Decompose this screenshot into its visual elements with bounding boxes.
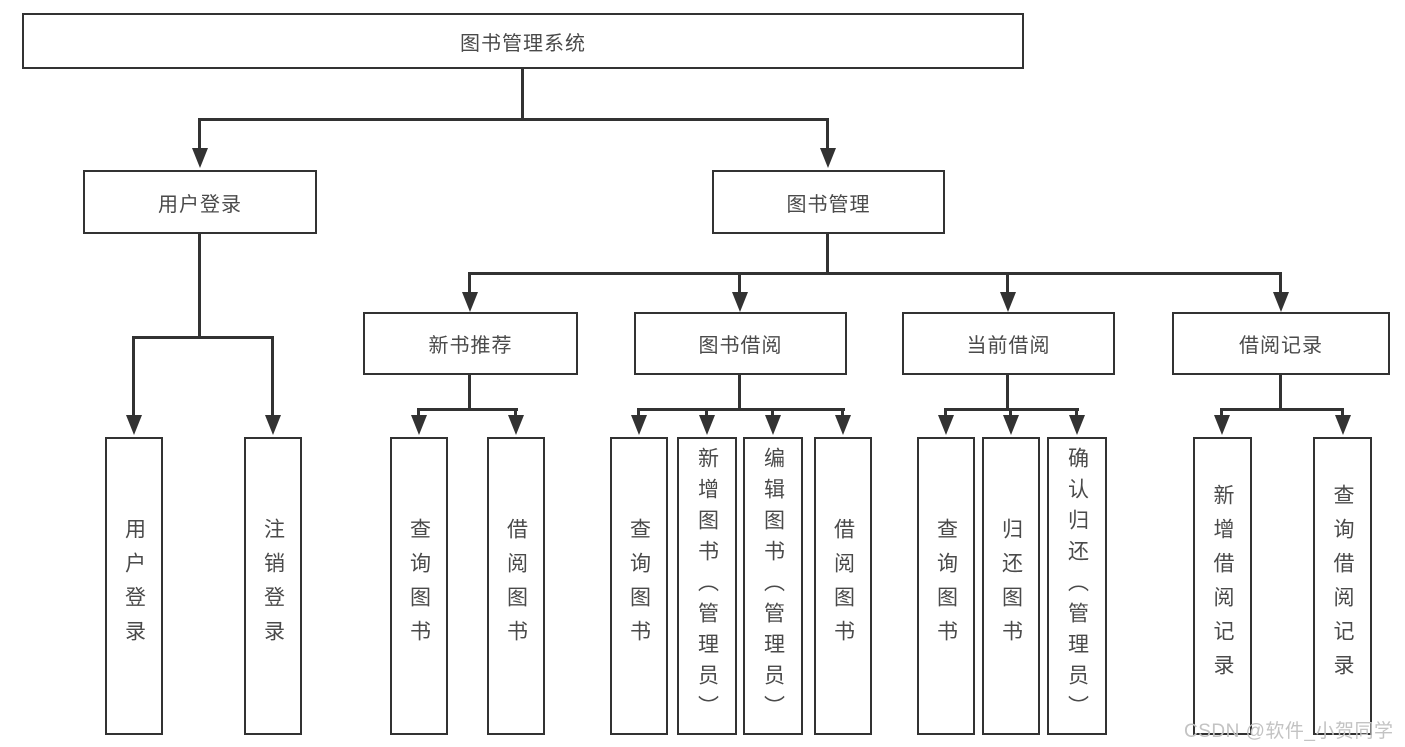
connector-group-bus [637,408,845,411]
arrow-down-icon [732,292,748,312]
node-borrowing-records: 借阅记录 [1172,312,1390,375]
leaf-return-book: 归还图书 [982,437,1040,735]
node-user-login: 用户登录 [83,170,317,234]
csdn-watermark: CSDN @软件_小贺同学 [1184,721,1394,742]
arrow-down-icon [462,292,478,312]
node-book-management-label: 图书管理 [786,193,871,216]
connector-leaf-drop [705,408,708,417]
leaf-logout: 注销登录 [244,437,302,735]
connector-leaf-drop [271,336,274,417]
leaf-query-books-recommend-label: 查询图书 [407,518,431,654]
connector-leaf-drop [1009,408,1012,417]
leaf-borrow-books: 借阅图书 [814,437,872,735]
arrow-down-icon [1214,415,1230,435]
node-new-book-recommendation-label: 新书推荐 [428,335,513,357]
leaf-borrow-books-recommend-label: 借阅图书 [504,518,528,654]
node-current-borrowing: 当前借阅 [902,312,1115,375]
connector-user-group-bus [132,336,274,339]
connector-book-mgmt-stub [826,234,829,272]
connector-leaf-drop [132,336,135,417]
node-library-management-system-label: 图书管理系统 [460,32,586,55]
arrow-down-icon [1273,292,1289,312]
leaf-edit-book-admin-label: 编辑图书（管理员） [761,446,785,726]
arrow-down-icon [508,415,524,435]
arrow-down-icon [631,415,647,435]
arrow-down-icon [411,415,427,435]
connector-leaf-drop [637,408,640,417]
arrow-down-icon [820,148,836,168]
connector-section-stub [468,375,471,408]
connector-group-bus [1220,408,1344,411]
arrow-down-icon [265,415,281,435]
connector-leaf-drop [944,408,947,417]
leaf-borrow-books-recommend: 借阅图书 [487,437,545,735]
arrow-down-icon [1000,292,1016,312]
arrow-down-icon [835,415,851,435]
arrow-down-icon [126,415,142,435]
leaf-query-books-recommend: 查询图书 [390,437,448,735]
connector-section-drop [1006,272,1009,292]
connector-leaf-drop [514,408,517,417]
arrow-down-icon [1069,415,1085,435]
connector-section-stub [738,375,741,408]
leaf-confirm-return-admin: 确认归还（管理员） [1047,437,1107,735]
leaf-query-books-current-label: 查询图书 [934,518,958,654]
leaf-return-book-label: 归还图书 [999,518,1023,654]
node-current-borrowing-label: 当前借阅 [966,335,1051,357]
leaf-add-borrow-record-label: 新增借阅记录 [1211,484,1234,688]
connector-leaf-drop [1220,408,1223,417]
connector-book-mgmt-drop [826,118,829,150]
leaf-add-book-admin-label: 新增图书（管理员） [695,446,719,726]
arrow-down-icon [938,415,954,435]
leaf-edit-book-admin: 编辑图书（管理员） [743,437,803,735]
node-library-management-system: 图书管理系统 [22,13,1024,69]
connector-group-bus [417,408,518,411]
leaf-confirm-return-admin-label: 确认归还（管理员） [1065,446,1089,726]
leaf-borrow-books-label: 借阅图书 [831,518,855,654]
connector-level1-bus [198,118,829,121]
connector-level2-bus [468,272,1282,275]
node-user-login-label: 用户登录 [158,193,242,216]
leaf-query-books-borrow: 查询图书 [610,437,668,735]
connector-user-group-stub [198,234,201,336]
leaf-add-borrow-record: 新增借阅记录 [1193,437,1252,735]
arrow-down-icon [765,415,781,435]
connector-section-stub [1279,375,1282,408]
leaf-user-login: 用户登录 [105,437,163,735]
node-book-borrowing-label: 图书借阅 [698,335,783,357]
leaf-logout-label: 注销登录 [261,518,285,654]
leaf-add-book-admin: 新增图书（管理员） [677,437,737,735]
connector-leaf-drop [771,408,774,417]
connector-leaf-drop [841,408,844,417]
node-borrowing-records-label: 借阅记录 [1239,335,1323,357]
node-new-book-recommendation: 新书推荐 [363,312,578,375]
connector-user-login-drop [198,118,201,150]
connector-section-drop [1279,272,1282,292]
arrow-down-icon [699,415,715,435]
connector-leaf-drop [417,408,420,417]
leaf-query-borrow-record: 查询借阅记录 [1313,437,1372,735]
node-book-management: 图书管理 [712,170,945,234]
connector-root-stub [521,69,524,118]
connector-section-drop [468,272,471,292]
connector-leaf-drop [1341,408,1344,417]
leaf-query-books-current: 查询图书 [917,437,975,735]
connector-leaf-drop [1075,408,1078,417]
leaf-query-borrow-record-label: 查询借阅记录 [1331,484,1354,688]
connector-section-drop [738,272,741,292]
leaf-user-login-label: 用户登录 [122,518,146,654]
arrow-down-icon [192,148,208,168]
connector-section-stub [1006,375,1009,408]
arrow-down-icon [1003,415,1019,435]
arrow-down-icon [1335,415,1351,435]
node-book-borrowing: 图书借阅 [634,312,847,375]
leaf-query-books-borrow-label: 查询图书 [627,518,651,654]
